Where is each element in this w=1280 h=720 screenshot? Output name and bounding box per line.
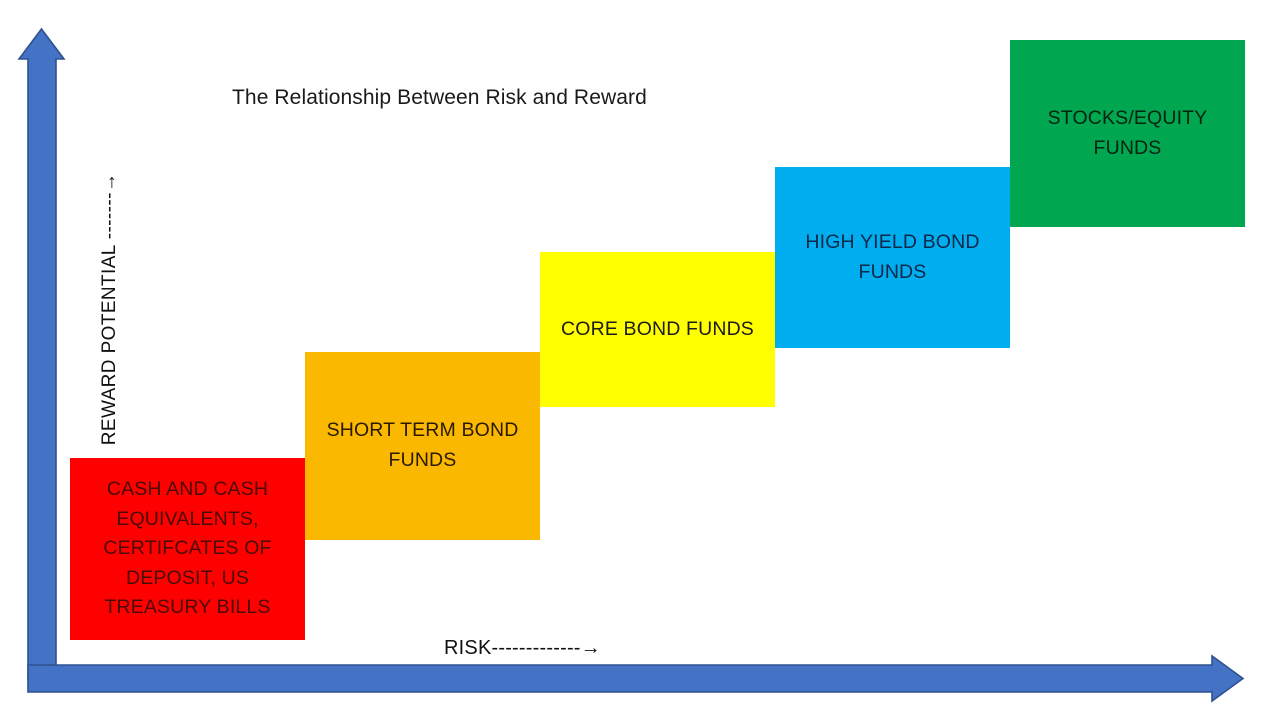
x-axis-label: RISK-------------→ [444,637,601,659]
step-block-core-bond[interactable]: CORE BOND FUNDS [540,252,775,407]
step-block-short-term-bond[interactable]: SHORT TERM BOND FUNDS [305,352,540,540]
reward-axis-arrow-icon [17,27,66,681]
page-title: The Relationship Between Risk and Reward [232,86,647,109]
step-label-stocks-equity: STOCKS/EQUITY FUNDS [1047,106,1208,159]
step-block-stocks-equity[interactable]: STOCKS/EQUITY FUNDS [1010,40,1245,227]
risk-axis-arrow-icon [27,654,1245,703]
y-axis-label: REWARD POTENTIAL -------→ [99,172,120,446]
step-block-cash[interactable]: CASH AND CASH EQUIVALENTS, CERTIFCATES O… [70,458,305,640]
step-block-high-yield-bond[interactable]: HIGH YIELD BOND FUNDS [775,167,1010,348]
step-label-short-term-bond: SHORT TERM BOND FUNDS [326,419,519,471]
step-label-high-yield-bond: HIGH YIELD BOND FUNDS [805,230,980,283]
step-label-cash: CASH AND CASH EQUIVALENTS, CERTIFCATES O… [103,477,272,619]
step-label-core-bond: CORE BOND FUNDS [561,317,754,340]
